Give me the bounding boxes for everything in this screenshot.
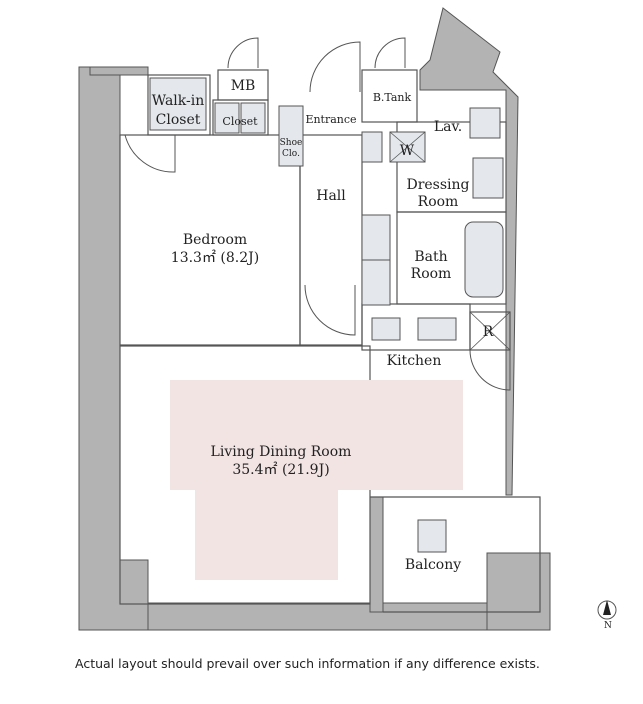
floor-plan: N Walk-in Closet MB Closet B.Tank Entran… bbox=[78, 7, 617, 631]
shoe-closet-label-2: Clo. bbox=[282, 149, 300, 159]
closet-door-right bbox=[240, 102, 266, 134]
stove bbox=[417, 317, 457, 341]
bedroom-label: Bedroom bbox=[183, 232, 247, 248]
tub bbox=[464, 221, 504, 298]
closet-door-left bbox=[214, 102, 240, 134]
balcony-outline bbox=[370, 496, 541, 613]
balcony-label: Balcony bbox=[405, 557, 461, 573]
door-fridge bbox=[469, 349, 511, 391]
wic-outline bbox=[147, 74, 211, 136]
closet-outline bbox=[212, 99, 269, 136]
door-swings bbox=[124, 37, 511, 391]
walls bbox=[78, 7, 551, 631]
sink bbox=[371, 317, 401, 341]
wall-bottom bbox=[147, 602, 488, 631]
bath-room-label: Bath bbox=[414, 249, 447, 265]
wic-shelf bbox=[149, 77, 207, 131]
walk-in-closet-label-2: Closet bbox=[156, 112, 201, 128]
compass: N bbox=[597, 600, 617, 631]
btank-label: B.Tank bbox=[373, 91, 412, 104]
wall-top-right bbox=[419, 7, 519, 496]
living-dining-label: Living Dining Room bbox=[211, 444, 352, 460]
compass-label: N bbox=[604, 621, 612, 631]
door-wic bbox=[124, 134, 176, 173]
door-entrance bbox=[309, 41, 361, 93]
closet-label: Closet bbox=[222, 115, 258, 128]
balcony-unit bbox=[417, 519, 447, 553]
lav-label: Lav. bbox=[434, 119, 462, 135]
hall-storage-1 bbox=[361, 214, 391, 261]
dressing-room-label: Dressing bbox=[406, 177, 469, 193]
living-dining-area-label: 35.4㎡ (21.9J) bbox=[232, 462, 329, 478]
dressing-room-label-2: Room bbox=[418, 194, 459, 210]
mb-label: MB bbox=[231, 78, 256, 94]
door-btank bbox=[374, 37, 406, 69]
hall-outline bbox=[299, 134, 363, 346]
hall-storage-2 bbox=[361, 259, 391, 306]
bath-room-label-2: Room bbox=[411, 266, 452, 282]
disclaimer-text: Actual layout should prevail over such i… bbox=[75, 656, 540, 671]
btank-outline bbox=[361, 69, 418, 123]
entrance-storage bbox=[361, 131, 383, 163]
w-label: W bbox=[400, 143, 415, 159]
kitchen-label: Kitchen bbox=[387, 353, 442, 369]
cross-marks bbox=[389, 131, 511, 351]
wall-left bbox=[78, 66, 149, 631]
living-highlight bbox=[170, 380, 463, 580]
wall-balcony-left bbox=[369, 496, 384, 613]
walk-in-closet-label: Walk-in bbox=[152, 93, 204, 109]
entrance-label: Entrance bbox=[305, 113, 356, 126]
door-hall bbox=[304, 284, 356, 336]
shoe-closet-label: Shoe bbox=[280, 138, 303, 148]
lav-counter bbox=[469, 107, 501, 139]
shoe-closet-box bbox=[278, 105, 304, 167]
hall-label: Hall bbox=[316, 188, 346, 204]
door-mb bbox=[227, 37, 259, 69]
wall-top-left bbox=[89, 66, 149, 76]
compass-arrow bbox=[603, 600, 611, 615]
fridge-outline bbox=[469, 311, 511, 351]
interior-lines bbox=[119, 69, 541, 613]
r-label: R bbox=[483, 324, 494, 340]
bedroom-area-label: 13.3㎡ (8.2J) bbox=[171, 250, 259, 266]
dressing-counter bbox=[472, 157, 504, 199]
